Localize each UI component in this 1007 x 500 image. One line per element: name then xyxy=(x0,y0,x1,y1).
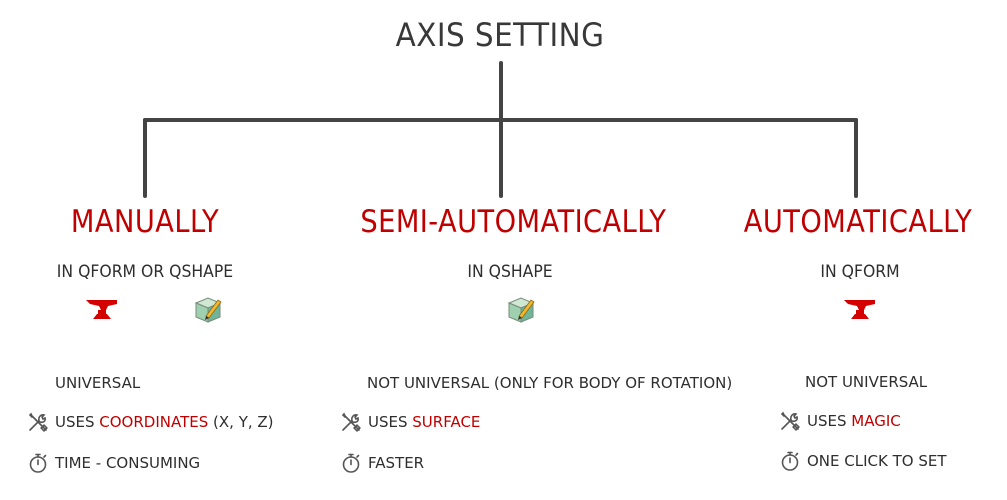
universality-text: NOT UNIVERSAL (ONLY FOR BODY OF ROTATION… xyxy=(367,374,733,392)
uses-suffix: (X, Y, Z) xyxy=(213,413,274,431)
qform-anvil-icon xyxy=(842,297,878,323)
diagram-title: AXIS SETTING xyxy=(395,16,605,54)
uses-value: MAGIC xyxy=(851,412,901,430)
uses-prefix: USES xyxy=(807,412,847,430)
time-text: TIME - CONSUMING xyxy=(55,454,201,472)
time-row-automatically: ONE CLICK TO SET xyxy=(778,450,947,472)
branch-heading-manually: MANUALLY xyxy=(70,204,220,240)
universality-text: UNIVERSAL xyxy=(55,374,141,392)
stopwatch-icon xyxy=(339,452,363,474)
uses-value: SURFACE xyxy=(412,413,481,431)
tools-icon xyxy=(339,411,363,433)
tools-icon xyxy=(26,411,50,433)
time-row-semi-automatically: FASTER xyxy=(339,452,424,474)
universality-text: NOT UNIVERSAL xyxy=(805,373,928,391)
time-text: FASTER xyxy=(368,454,425,472)
stopwatch-icon xyxy=(26,452,50,474)
qform-anvil-icon xyxy=(84,297,120,323)
universality-manually: UNIVERSAL xyxy=(55,374,140,392)
uses-prefix: USES xyxy=(55,413,95,431)
uses-row-semi-automatically: USES SURFACE xyxy=(339,411,480,433)
universality-automatically: NOT UNIVERSAL xyxy=(805,373,927,391)
qshape-box-icon xyxy=(193,296,223,324)
branch-heading-semi-automatically: SEMI-AUTOMATICALLY xyxy=(360,204,667,240)
qshape-box-icon xyxy=(506,296,536,324)
stopwatch-icon xyxy=(778,450,802,472)
uses-row-automatically: USES MAGIC xyxy=(778,410,901,432)
time-row-manually: TIME - CONSUMING xyxy=(26,452,200,474)
branch-where-manually: IN QFORM OR QSHAPE xyxy=(56,262,234,282)
branch-heading-automatically: AUTOMATICALLY xyxy=(743,204,973,240)
uses-prefix: USES xyxy=(368,413,408,431)
uses-row-manually: USES COORDINATES (X, Y, Z) xyxy=(26,411,274,433)
time-text: ONE CLICK TO SET xyxy=(807,452,947,470)
tools-icon xyxy=(778,410,802,432)
branch-where-semi-automatically: IN QSHAPE xyxy=(467,262,553,282)
branch-where-automatically: IN QFORM xyxy=(820,262,900,282)
universality-semi-automatically: NOT UNIVERSAL (ONLY FOR BODY OF ROTATION… xyxy=(367,374,732,392)
uses-value: COORDINATES xyxy=(99,413,209,431)
